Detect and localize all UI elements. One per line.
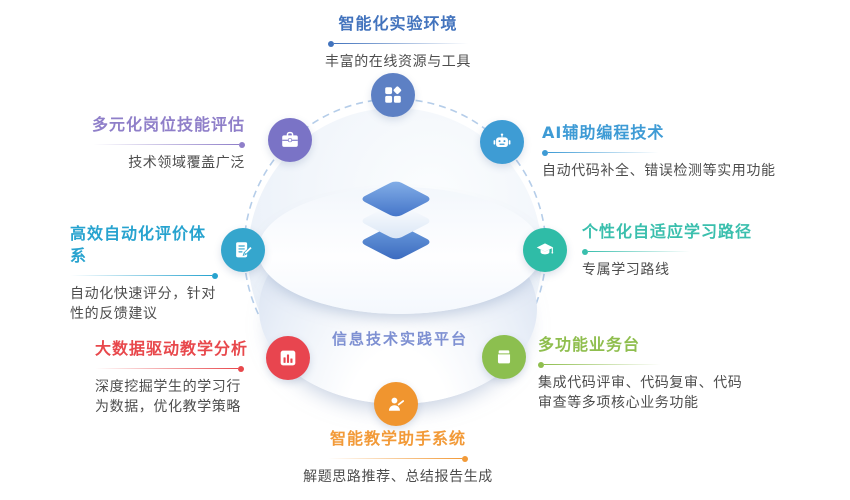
underline-dot <box>582 248 588 255</box>
robot-icon <box>480 120 524 164</box>
briefcase-icon <box>268 118 312 162</box>
node-diverse-skill-assessment: 多元化岗位技能评估 技术领域覆盖广泛 <box>43 114 245 174</box>
node-desc: 深度挖掘学生的学习行为数据，优化教学策略 <box>95 379 241 415</box>
underline-dot <box>538 361 544 368</box>
underline-line <box>95 367 238 370</box>
underline-line <box>548 151 658 154</box>
node-title: 大数据驱动教学分析 <box>95 339 249 358</box>
node-desc: 丰富的在线资源与工具 <box>325 54 471 70</box>
node-title: 个性化自适应学习路径 <box>582 222 753 241</box>
node-multifunction-business-desk: 多功能业务台 集成代码评审、代码复审、代码审查等多项核心业务功能 <box>538 334 753 413</box>
node-desc: 专属学习路线 <box>582 262 670 278</box>
node-title: 高效自动化评价体系 <box>70 224 207 265</box>
graduation-cap-icon <box>523 228 567 272</box>
underline-dot <box>239 141 245 148</box>
underline-line <box>334 42 468 45</box>
node-adaptive-learning-path: 个性化自适应学习路径 专属学习路线 <box>582 221 812 281</box>
node-desc: 解题思路推荐、总结报告生成 <box>303 469 493 485</box>
node-desc: 技术领域覆盖广泛 <box>128 155 245 171</box>
title-underline <box>93 141 245 148</box>
title-underline <box>582 248 690 255</box>
node-title: AI辅助编程技术 <box>542 123 665 142</box>
node-smart-teaching-assistant: 智能教学助手系统 解题思路推荐、总结报告生成 <box>288 428 508 488</box>
node-bigdata-teaching-analysis: 大数据驱动教学分析 深度挖掘学生的学习行为数据，优化教学策略 <box>95 338 248 417</box>
underline-line <box>328 457 462 460</box>
node-desc: 自动代码补全、错误检测等实用功能 <box>542 163 776 179</box>
node-title: 智能教学助手系统 <box>329 429 466 448</box>
title-underline <box>542 149 658 156</box>
underline-line <box>544 363 661 366</box>
node-title: 多功能业务台 <box>538 335 641 354</box>
node-smart-lab-environment: 智能化实验环境 丰富的在线资源与工具 <box>288 13 508 73</box>
note-edit-icon <box>221 228 265 272</box>
underline-dot <box>328 40 334 47</box>
underline-line <box>588 250 690 253</box>
title-underline <box>95 365 244 372</box>
node-title: 多元化岗位技能评估 <box>91 115 245 134</box>
node-title: 智能化实验环境 <box>338 14 458 33</box>
underline-dot <box>212 272 218 279</box>
apps-grid-icon <box>371 73 415 117</box>
underline-line <box>70 274 212 277</box>
underline-dot <box>238 365 244 372</box>
title-underline <box>328 40 468 47</box>
storage-box-icon <box>482 335 526 379</box>
node-desc: 自动化快速评分，针对性的反馈建议 <box>70 286 216 322</box>
node-desc: 集成代码评审、代码复审、代码审查等多项核心业务功能 <box>538 375 743 411</box>
platform-label: 信息技术实践平台 <box>331 330 468 348</box>
title-underline <box>538 361 661 368</box>
teacher-icon <box>374 382 418 426</box>
underline-dot <box>542 149 548 156</box>
node-automated-evaluation-system: 高效自动化评价体系 自动化快速评分，针对性的反馈建议 <box>70 223 222 324</box>
underline-line <box>93 143 239 146</box>
bar-chart-icon <box>266 336 310 380</box>
title-underline <box>70 272 218 279</box>
title-underline <box>328 455 468 462</box>
underline-dot <box>462 455 468 462</box>
node-ai-assisted-programming: AI辅助编程技术 自动代码补全、错误检测等实用功能 <box>542 122 812 182</box>
